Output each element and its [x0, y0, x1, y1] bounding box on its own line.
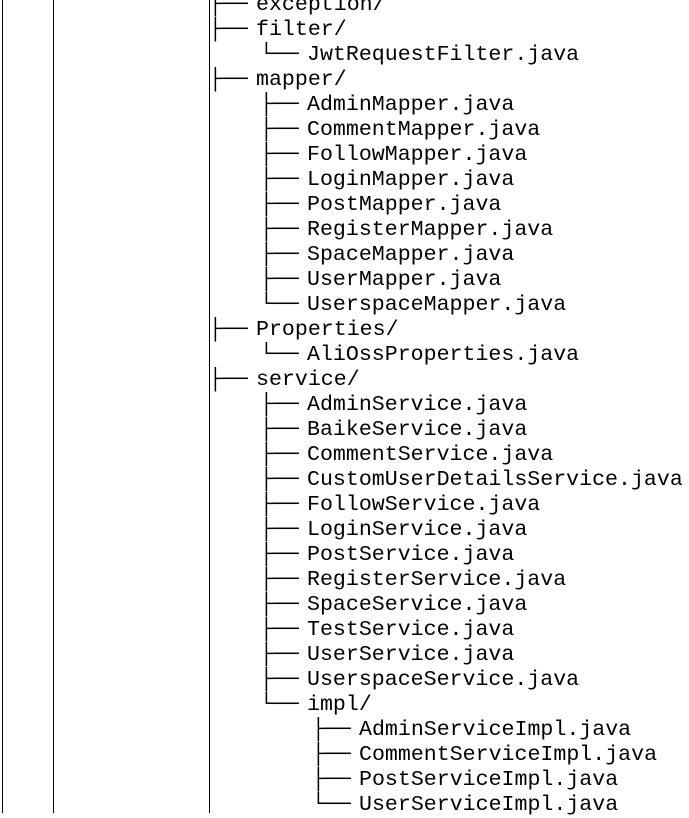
tree-branch-glyph: ├── — [260, 193, 312, 217]
tree-branch-glyph: ├── — [260, 618, 312, 642]
file-name: JwtRequestFilter.java — [307, 43, 580, 67]
tree-branch-glyph: ├── — [260, 443, 312, 467]
file-name: RegisterMapper.java — [307, 218, 554, 242]
tree-guide-line-2 — [53, 0, 54, 813]
file-name: BaikeService.java — [307, 418, 528, 442]
file-name: UserspaceService.java — [307, 668, 580, 692]
tree-branch-glyph: ├── — [209, 18, 261, 42]
file-name: CommentMapper.java — [307, 118, 541, 142]
file-name: CustomUserDetailsService.java — [307, 468, 683, 492]
file-name: CommentService.java — [307, 443, 554, 467]
file-name: LoginMapper.java — [307, 168, 515, 192]
file-name: AdminMapper.java — [307, 93, 515, 117]
file-name: PostServiceImpl.java — [359, 768, 619, 792]
tree-branch-glyph: ├── — [260, 218, 312, 242]
tree-branch-glyph: ├── — [260, 393, 312, 417]
tree-branch-glyph: ├── — [260, 518, 312, 542]
tree-branch-glyph: ├── — [209, 368, 261, 392]
directory-name: filter/ — [256, 18, 347, 42]
file-name: CommentServiceImpl.java — [359, 743, 658, 767]
tree-branch-glyph: ├── — [260, 418, 312, 442]
tree-branch-glyph: ├── — [312, 718, 364, 742]
directory-name: exception/ — [256, 0, 386, 17]
directory-name: mapper/ — [256, 68, 347, 92]
file-name: FollowMapper.java — [307, 143, 528, 167]
tree-branch-glyph: └── — [260, 693, 312, 717]
tree-guide-line-3 — [209, 0, 210, 813]
tree-branch-glyph: ├── — [260, 668, 312, 692]
file-name: AdminService.java — [307, 393, 528, 417]
tree-branch-glyph: └── — [260, 293, 312, 317]
tree-branch-glyph: ├── — [260, 243, 312, 267]
tree-branch-glyph: ├── — [312, 743, 364, 767]
tree-branch-glyph: ├── — [209, 68, 261, 92]
tree-branch-glyph: ├── — [260, 143, 312, 167]
directory-name: impl/ — [307, 693, 372, 717]
tree-branch-glyph: ├── — [209, 318, 261, 342]
file-name: TestService.java — [307, 618, 515, 642]
file-name: SpaceMapper.java — [307, 243, 515, 267]
tree-branch-glyph: ├── — [260, 118, 312, 142]
directory-name: service/ — [256, 368, 360, 392]
file-name: UserServiceImpl.java — [359, 793, 619, 817]
file-name: RegisterService.java — [307, 568, 567, 592]
tree-branch-glyph: ├── — [260, 168, 312, 192]
tree-branch-glyph: └── — [260, 43, 312, 67]
file-name: PostService.java — [307, 543, 515, 567]
file-name: PostMapper.java — [307, 193, 502, 217]
tree-branch-glyph: └── — [260, 343, 312, 367]
tree-guide-line-1 — [2, 0, 3, 813]
tree-branch-glyph: ├── — [312, 768, 364, 792]
file-name: UserMapper.java — [307, 268, 502, 292]
file-name: SpaceService.java — [307, 593, 528, 617]
file-name: AdminServiceImpl.java — [359, 718, 632, 742]
tree-branch-glyph: ├── — [209, 0, 261, 17]
tree-branch-glyph: ├── — [260, 93, 312, 117]
tree-branch-glyph: ├── — [260, 568, 312, 592]
file-name: UserService.java — [307, 643, 515, 667]
tree-branch-glyph: ├── — [260, 543, 312, 567]
tree-branch-glyph: └── — [312, 793, 364, 817]
tree-branch-glyph: ├── — [260, 493, 312, 517]
file-name: AliOssProperties.java — [307, 343, 580, 367]
tree-branch-glyph: ├── — [260, 643, 312, 667]
file-name: FollowService.java — [307, 493, 541, 517]
tree-branch-glyph: ├── — [260, 268, 312, 292]
file-name: LoginService.java — [307, 518, 528, 542]
tree-branch-glyph: ├── — [260, 593, 312, 617]
tree-branch-glyph: ├── — [260, 468, 312, 492]
directory-name: Properties/ — [256, 318, 399, 342]
file-name: UserspaceMapper.java — [307, 293, 567, 317]
